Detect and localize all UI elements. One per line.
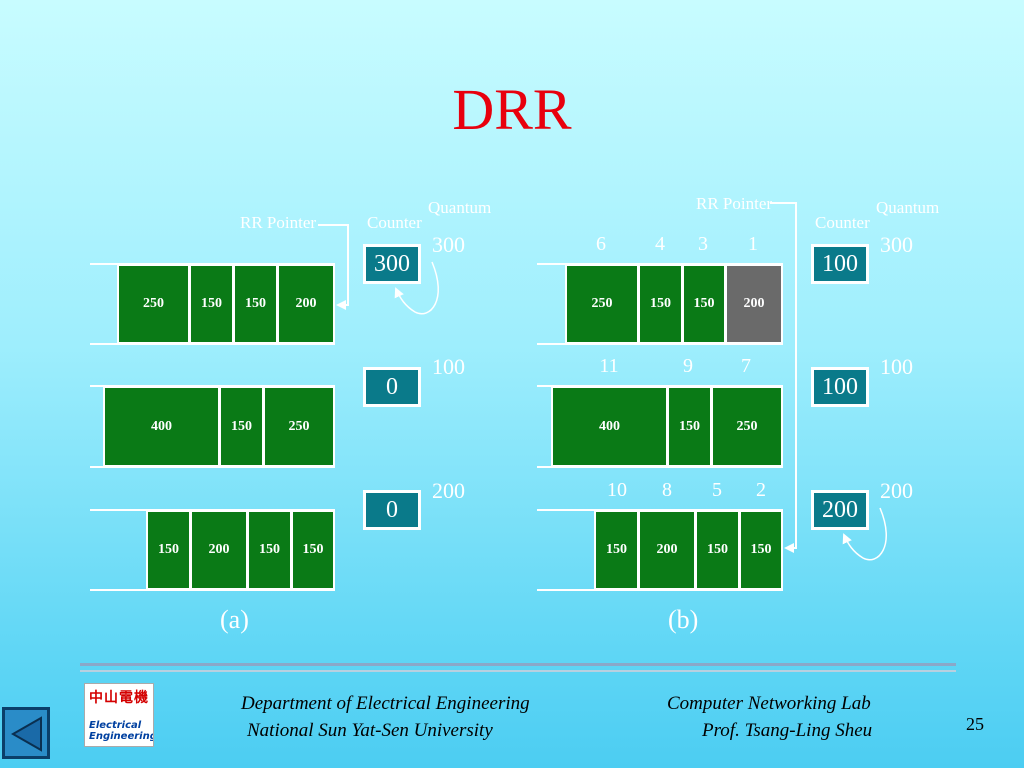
queue-boundary [537,589,783,591]
logo-text-english: Electrical Engineering [89,720,154,742]
service-order: 10 [607,479,627,501]
packet: 150 [291,510,335,590]
service-order: 8 [662,479,672,501]
quantum-value: 200 [432,478,465,503]
counter-label: Counter [815,213,870,232]
packet-transmitted: 200 [725,264,783,344]
slide-title: DRR [452,77,572,142]
packet: 250 [117,264,190,344]
packet: 150 [146,510,191,590]
footer-lab: Computer Networking Lab [667,693,871,714]
packet: 150 [233,264,278,344]
quantum-label: Quantum [428,198,492,217]
quantum-label: Quantum [876,198,940,217]
service-order: 5 [712,479,722,501]
quantum-value: 300 [880,232,913,257]
quantum-value: 100 [880,354,913,379]
service-order: 2 [756,479,766,501]
packet: 150 [247,510,292,590]
packet: 150 [638,264,683,344]
service-order: 7 [741,355,751,377]
department-logo: 中山電機 Electrical Engineering [84,683,154,747]
queue-boundary [90,589,335,591]
queue-boundary [537,343,783,345]
footer-department: Department of Electrical Engineering [241,693,530,714]
quantum-value: 100 [432,354,465,379]
triangle-left-icon [10,716,42,752]
panel-caption: (b) [668,605,699,634]
packet: 150 [219,386,264,467]
packet: 400 [103,386,220,467]
rr-pointer-label: RR Pointer [696,194,773,213]
logo-line-1: Electrical [89,720,142,731]
counter-box: 100 [811,244,869,284]
packet: 250 [263,386,335,467]
counter-label: Counter [367,213,422,232]
packet: 200 [638,510,696,590]
logo-text-chinese: 中山電機 [89,690,149,706]
counter-box: 100 [811,367,869,407]
service-order: 1 [748,233,758,255]
service-order: 9 [683,355,693,377]
queue-boundary [90,466,335,468]
counter-box: 0 [363,367,421,407]
footer-rule [80,670,956,672]
panel-caption: (a) [220,605,249,634]
packet: 150 [594,510,639,590]
packet: 150 [695,510,740,590]
packet: 250 [711,386,783,467]
packet: 200 [277,264,335,344]
logo-line-2: Engineering [89,731,154,742]
service-order: 11 [599,355,619,377]
footer-university: National Sun Yat-Sen University [247,720,493,741]
counter-box: 0 [363,490,421,530]
service-order: 6 [596,233,606,255]
packet: 250 [565,264,639,344]
packet: 150 [739,510,783,590]
quantum-value: 300 [432,232,465,257]
queue-boundary [537,466,783,468]
queue-boundary [90,343,335,345]
packet: 150 [682,264,726,344]
rr-pointer-label: RR Pointer [240,213,317,232]
packet: 150 [189,264,234,344]
page-number: 25 [966,714,984,734]
footer-rule [80,663,956,666]
quantum-value: 200 [880,478,913,503]
counter-box: 300 [363,244,421,284]
service-order: 3 [698,233,708,255]
packet: 150 [667,386,712,467]
packet: 200 [190,510,248,590]
previous-slide-button[interactable] [2,707,50,759]
counter-box: 200 [811,490,869,530]
packet: 400 [551,386,668,467]
service-order: 4 [655,233,665,255]
footer-professor: Prof. Tsang-Ling Sheu [702,720,873,741]
